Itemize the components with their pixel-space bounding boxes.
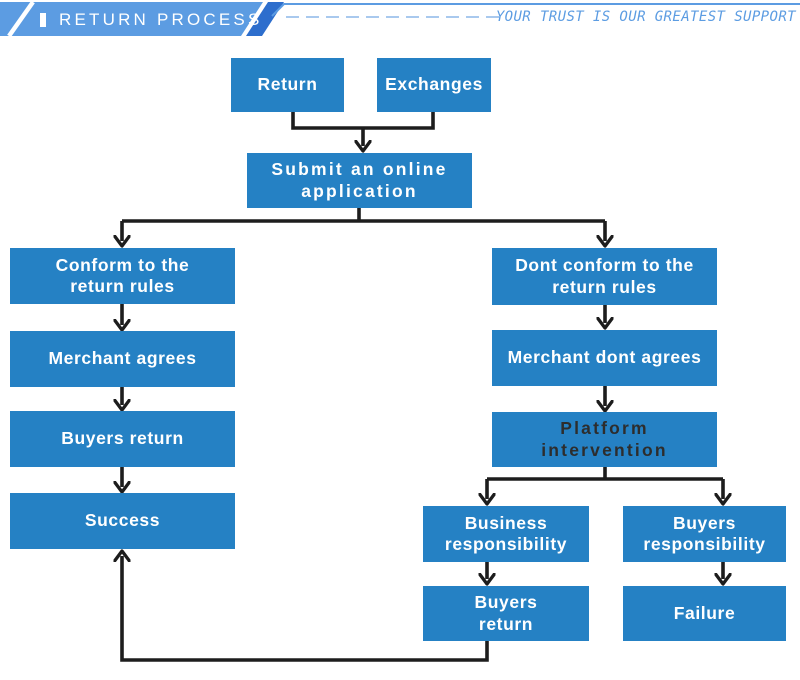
flow-node-label: intervention	[541, 439, 668, 460]
flow-node-label: Buyers	[474, 592, 538, 613]
flow-node-label: responsibility	[444, 534, 568, 554]
flow-node-merchant-agrees: Merchant agrees	[10, 331, 235, 387]
flow-node-label: Dont conform to the	[515, 255, 694, 276]
flow-node-label: Platform	[560, 418, 649, 439]
banner-slash-decoration	[7, 0, 35, 38]
flow-node-label: Submit an online	[271, 159, 448, 180]
flow-node-label: Exchanges	[385, 74, 483, 95]
flow-node-label: Return	[257, 74, 318, 95]
banner-shape	[0, 2, 263, 36]
flow-node-label: Failure	[673, 602, 736, 623]
banner-accent-slash	[246, 2, 284, 36]
flow-node-buyers-return: Buyers return	[10, 411, 235, 467]
header-banner-graphic	[0, 0, 800, 38]
header-title-group: RETURN PROCESS	[40, 9, 263, 31]
flow-node-label: Buyers return	[61, 428, 184, 449]
header-slogan: YOUR TRUST IS OUR GREATEST SUPPORT	[495, 9, 796, 25]
flow-node-success: Success	[10, 493, 235, 549]
flow-node-return: Return	[231, 58, 344, 112]
flow-node-merchant-dont-agrees: Merchant dont agrees	[492, 330, 717, 386]
flow-node-label: Merchant agrees	[48, 348, 197, 369]
flow-node-label: application	[301, 180, 418, 201]
connector-loop-to-success	[122, 556, 489, 662]
title-marker-icon	[40, 13, 46, 27]
flow-node-label: Business	[464, 512, 548, 533]
banner-top-line	[271, 3, 800, 17]
flow-node-label: return	[478, 613, 534, 634]
flow-node-exchanges: Exchanges	[377, 58, 491, 112]
flow-node-label: Success	[84, 510, 161, 531]
flow-node-label: Conform to the	[55, 254, 190, 275]
connector-submit-branch	[122, 208, 605, 223]
flow-node-label: Buyers	[673, 512, 736, 533]
page-title: RETURN PROCESS	[59, 10, 263, 29]
flow-node-label: Merchant dont agrees	[507, 347, 702, 368]
flow-node-label: responsibility	[643, 534, 766, 554]
flow-node-label: return rules	[70, 276, 175, 296]
flow-node-failure: Failure	[623, 586, 786, 641]
flow-node-label: return rules	[552, 276, 657, 297]
connector-return-exchanges-join	[291, 112, 435, 130]
connector-platform-branch	[487, 467, 723, 481]
